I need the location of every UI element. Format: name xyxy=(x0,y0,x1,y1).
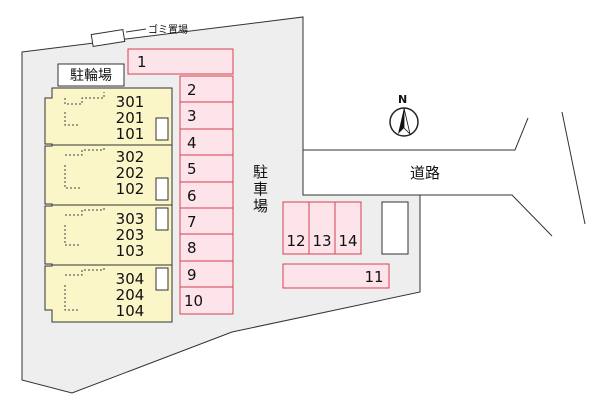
parking-space-12 xyxy=(282,201,310,255)
garbage-label: ゴミ置場 xyxy=(148,23,188,36)
parking-number: 11 xyxy=(364,268,383,286)
parking-space-3 xyxy=(179,101,234,130)
north-label: N xyxy=(398,93,407,106)
parking-space-11 xyxy=(282,263,390,289)
bicycle-parking-sign: 駐輪場 xyxy=(57,63,125,87)
parking-space-1 xyxy=(127,48,234,75)
unit-label: 103 xyxy=(116,242,145,260)
parking-space-numbers: 1 2 3 4 5 6 7 8 9 10 12 13 14 11 xyxy=(137,53,384,310)
north-compass-icon: N xyxy=(389,93,419,137)
building: 301 201 101 302 202 102 303 203 103 304 … xyxy=(44,87,173,323)
parking-number: 6 xyxy=(187,187,197,205)
unit-label: 102 xyxy=(116,180,145,198)
parking-lot-label: 駐車場 xyxy=(251,164,269,215)
unit-label: 301 xyxy=(116,93,145,111)
parking-space-4 xyxy=(179,128,234,156)
unit-label: 204 xyxy=(116,286,145,304)
unit-label: 101 xyxy=(116,125,145,143)
storage-box xyxy=(381,201,409,255)
unit-label: 303 xyxy=(116,210,145,228)
parking-space-10 xyxy=(179,286,234,315)
parking-number: 7 xyxy=(187,213,197,231)
road-label: 道路 xyxy=(410,164,440,182)
unit-label: 203 xyxy=(116,226,145,244)
parking-number: 1 xyxy=(137,53,147,71)
parking-space-6 xyxy=(179,181,234,209)
parking-number: 3 xyxy=(187,107,197,125)
garbage-area: ゴミ置場 xyxy=(90,23,188,48)
bicycle-parking-label: 駐輪場 xyxy=(70,67,112,84)
parking-number: 13 xyxy=(312,232,331,250)
parking-number: 14 xyxy=(338,232,357,250)
unit-label: 302 xyxy=(116,148,145,166)
parking-number: 10 xyxy=(184,292,203,310)
parking-number: 12 xyxy=(286,232,305,250)
parking-number: 5 xyxy=(187,160,197,178)
parking-space-13 xyxy=(308,201,336,255)
parking-lot-label-text: 駐車場 xyxy=(251,164,269,215)
parking-spaces xyxy=(127,48,390,315)
parking-number: 2 xyxy=(187,81,197,99)
unit-label: 201 xyxy=(116,109,145,127)
unit-label: 104 xyxy=(116,302,145,320)
parking-number: 9 xyxy=(187,266,197,284)
parking-space-8 xyxy=(179,233,234,262)
parking-number: 4 xyxy=(187,134,197,152)
parking-number: 8 xyxy=(187,239,197,257)
parking-space-2 xyxy=(179,75,234,103)
unit-label: 304 xyxy=(116,270,145,288)
parking-space-14 xyxy=(334,201,362,255)
unit-label: 202 xyxy=(116,164,145,182)
parking-space-9 xyxy=(179,260,234,288)
road: 道路 xyxy=(303,111,586,237)
